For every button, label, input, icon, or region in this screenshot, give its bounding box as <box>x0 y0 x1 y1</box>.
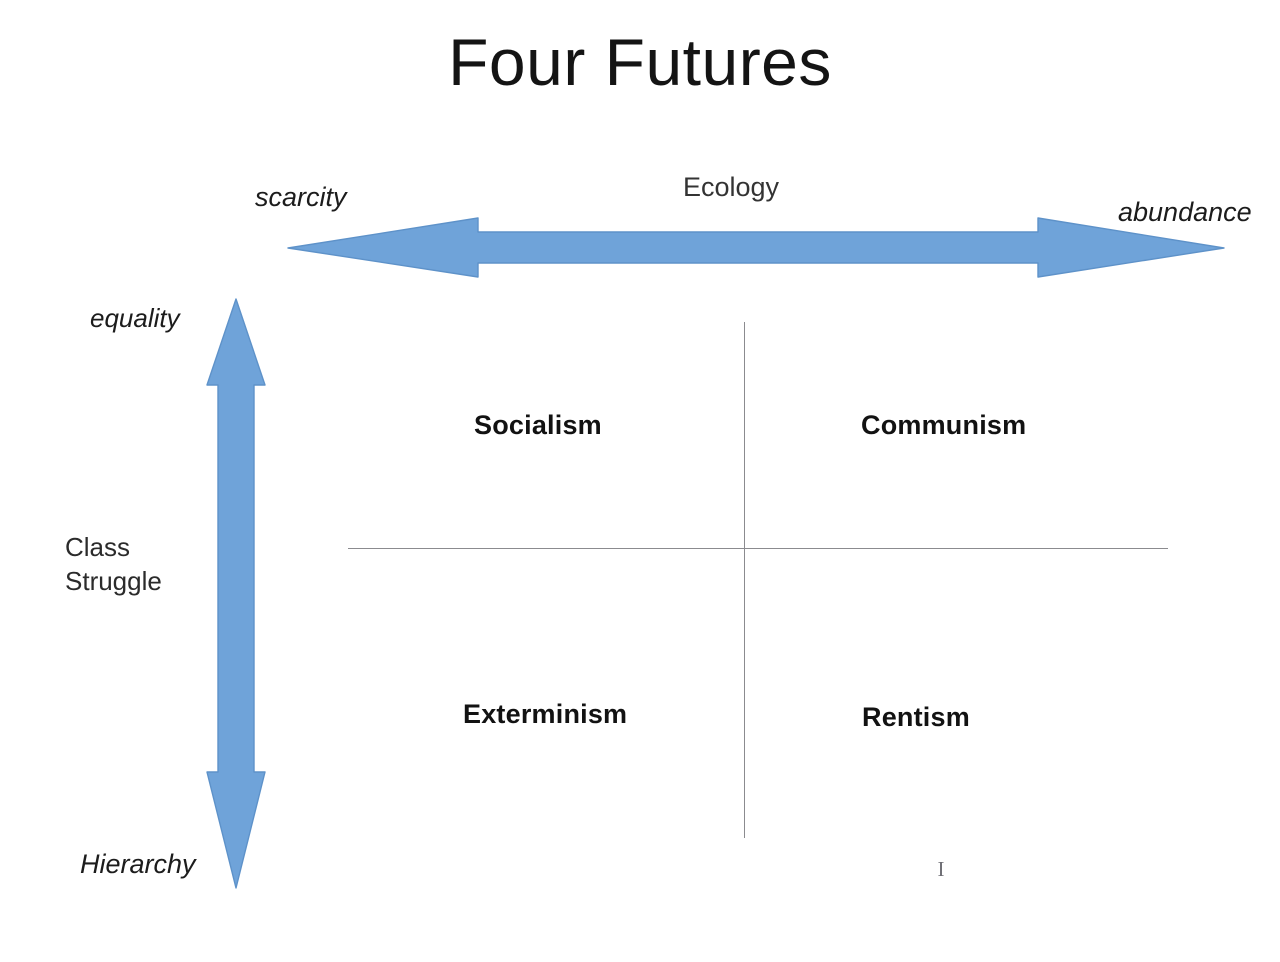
quadrant-label-socialism: Socialism <box>474 410 602 440</box>
axis-label-scarcity: scarcity <box>255 182 347 212</box>
quadrant-label-communism: Communism <box>861 410 1027 440</box>
quadrant-label-rentism: Rentism <box>862 702 970 732</box>
quadrant-divider-vertical <box>744 322 745 838</box>
axis-title-ecology: Ecology <box>683 172 780 202</box>
quadrant-label-exterminism: Exterminism <box>463 699 628 729</box>
vertical-axis-arrow <box>206 298 266 889</box>
axis-title-class-struggle: Class Struggle <box>65 532 162 597</box>
axis-label-abundance: abundance <box>1118 197 1252 227</box>
text-cursor-icon: I <box>937 857 945 881</box>
page-title: Four Futures <box>448 25 832 99</box>
quadrant-divider-horizontal <box>348 548 1168 549</box>
horizontal-axis-arrow <box>287 217 1225 278</box>
axis-label-hierarchy: Hierarchy <box>80 849 196 879</box>
axis-label-equality: equality <box>90 303 180 333</box>
